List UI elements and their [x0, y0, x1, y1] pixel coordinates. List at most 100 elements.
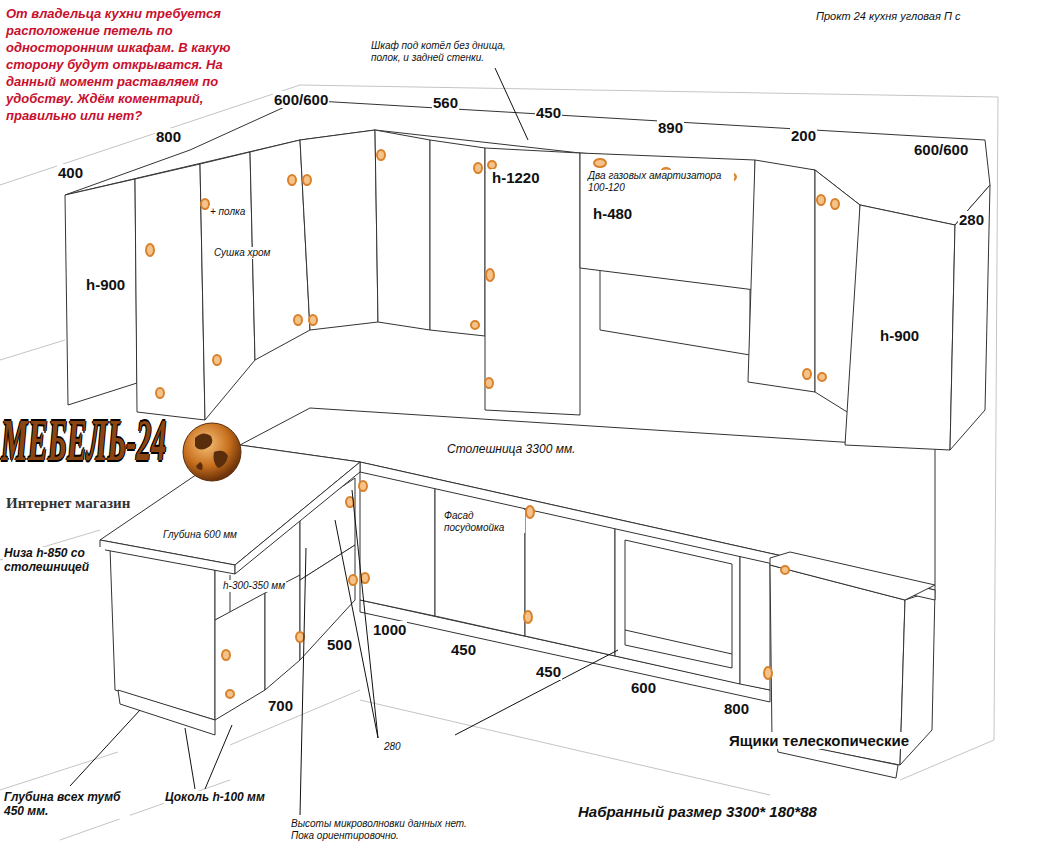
dimension: 400: [57, 164, 84, 181]
lift-cabinet: [580, 153, 755, 290]
wall-line: [300, 85, 998, 97]
handle: [288, 175, 296, 185]
callout-note: Высоты микроволновки данных нет. Пока ор…: [290, 818, 492, 841]
dimension: Ящики телескопические: [728, 732, 910, 749]
dimension: 700: [267, 697, 294, 714]
height-label: h-900: [879, 327, 920, 344]
callout-note: Сушка хром: [213, 247, 271, 259]
handle: [361, 573, 369, 583]
dimension: 450: [535, 663, 562, 680]
callout-note: Шкаф под котёл без днища, полок, и задне…: [370, 40, 522, 63]
handle: [488, 161, 496, 169]
callout-note: Два газовых амартизатора 100-120: [587, 170, 734, 193]
handle: [201, 199, 209, 209]
handle: [359, 481, 367, 491]
handle: [471, 321, 479, 329]
countertop-edge: [235, 462, 360, 574]
handle: [764, 667, 772, 679]
handles: [146, 150, 839, 698]
wall-line: [0, 340, 65, 360]
door: [65, 179, 137, 405]
handle: [594, 159, 606, 167]
leader-line: [495, 68, 528, 140]
upper-cabinets: [65, 100, 990, 450]
dimension: 450: [535, 104, 562, 121]
door: [135, 164, 205, 420]
dimension: 800: [155, 128, 182, 145]
callout-note: Глубина 600 мм: [162, 529, 238, 541]
dimension: 600/600: [273, 91, 329, 108]
room-lines: [0, 85, 998, 840]
drawer: [265, 575, 300, 690]
handle: [486, 269, 494, 281]
niche-line: [600, 330, 750, 355]
dimension: 600/600: [913, 141, 969, 158]
dimension: 500: [326, 636, 353, 653]
countertop: [100, 408, 935, 600]
drawing-title: Прокт 24 кухня угловая П с: [815, 10, 961, 23]
handle: [781, 566, 789, 574]
handle: [485, 378, 493, 388]
handle: [831, 199, 839, 209]
drawer: [300, 545, 355, 660]
oven-inner: [625, 540, 732, 668]
handle: [817, 195, 825, 205]
dimension: 890: [657, 119, 684, 136]
handle: [156, 388, 164, 398]
handle: [222, 650, 230, 660]
handle: [296, 632, 304, 642]
drawer: [215, 593, 265, 720]
height-label: h-1220: [491, 169, 541, 186]
door: [360, 470, 435, 616]
watermark: Интернет магазин: [5, 495, 131, 512]
handle: [526, 506, 534, 518]
watermark: МЕБЕЛЬ-24: [0, 406, 167, 472]
leader-line: [185, 728, 195, 789]
dimension: 800: [723, 700, 750, 717]
dimension: 560: [432, 94, 459, 111]
countertop-top: [770, 552, 935, 600]
wall-line: [994, 97, 998, 740]
handle: [818, 373, 826, 381]
dimension: 1000: [372, 621, 407, 638]
callout-note: 280: [383, 741, 402, 753]
height-label: h-900: [85, 276, 126, 293]
dimension: 200: [790, 127, 817, 144]
callout-note: Столешница 3300 мм.: [446, 443, 576, 457]
height-label: h-480: [592, 205, 633, 222]
door: [748, 160, 815, 392]
niche-line: [600, 270, 601, 330]
handle: [803, 369, 811, 379]
door: [375, 130, 430, 330]
door: [525, 506, 615, 656]
handle: [294, 315, 302, 325]
callout-note: Глубина всех тумб 450 мм.: [3, 791, 130, 819]
leader-line: [352, 490, 378, 738]
leader-line: [205, 725, 232, 789]
handle: [349, 575, 357, 585]
cabinet-side: [950, 185, 990, 450]
dimension: 280: [958, 211, 985, 228]
leader-line: [455, 650, 618, 735]
dimension: 450: [450, 641, 477, 658]
handle: [303, 175, 311, 185]
handle: [309, 315, 317, 325]
door: [430, 140, 485, 336]
leader-line: [70, 710, 140, 786]
boiler-cabinet: [485, 148, 580, 415]
total-size: Набранный размер 3300* 180*88: [577, 803, 818, 820]
height-label: h-300-350 мм: [222, 580, 286, 592]
leader-line: [300, 548, 306, 815]
countertop-edge: [360, 462, 935, 600]
dishwasher-front: [435, 486, 525, 636]
callout-note: + полка: [209, 206, 246, 218]
callout-note: Низа h-850 со столешницей: [3, 547, 105, 575]
handle: [377, 150, 385, 160]
handle: [226, 690, 234, 698]
callout-note: Цоколь h-100 мм: [164, 791, 266, 805]
globe-land: [195, 433, 228, 470]
corner-door: [300, 130, 378, 330]
handle: [524, 611, 532, 623]
